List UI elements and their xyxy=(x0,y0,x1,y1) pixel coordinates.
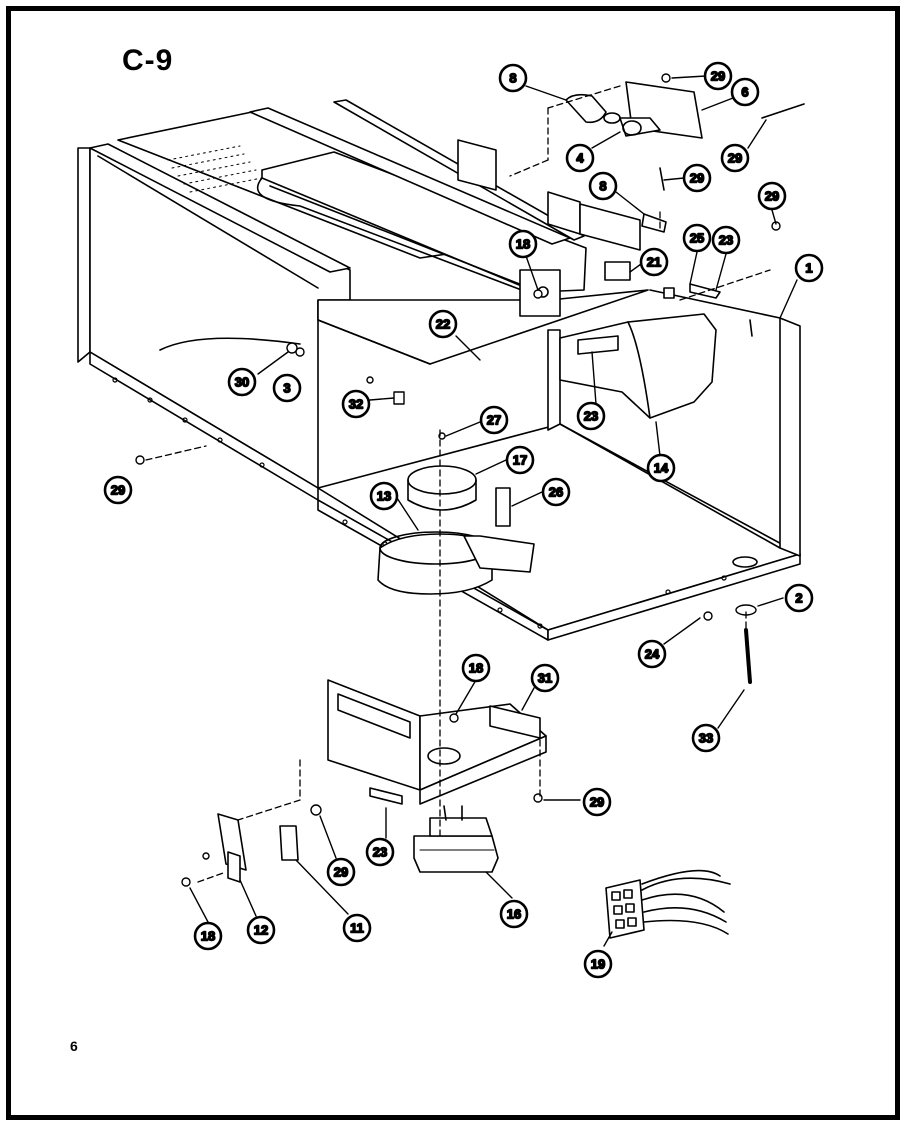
callout-29: 29 xyxy=(703,61,733,91)
svg-text:29: 29 xyxy=(590,795,604,810)
page-number: 6 xyxy=(70,1038,78,1054)
svg-text:23: 23 xyxy=(373,845,387,860)
svg-text:1: 1 xyxy=(805,261,812,276)
callout-30: 30 xyxy=(227,367,257,397)
page-border xyxy=(6,6,900,1120)
svg-text:24: 24 xyxy=(645,647,660,662)
callout-1: 1 xyxy=(794,253,824,283)
loose-screws xyxy=(135,73,781,887)
callout-17: 17 xyxy=(505,445,535,475)
callout-8: 8 xyxy=(498,63,528,93)
callout-25: 25 xyxy=(682,223,712,253)
callout-29: 29 xyxy=(103,475,133,505)
svg-text:30: 30 xyxy=(235,375,249,390)
svg-text:17: 17 xyxy=(513,453,527,468)
svg-text:18: 18 xyxy=(201,929,215,944)
callout-29: 29 xyxy=(757,181,787,211)
callout-18: 18 xyxy=(193,921,223,951)
callout-18: 18 xyxy=(461,653,491,683)
svg-text:29: 29 xyxy=(765,189,779,204)
svg-text:27: 27 xyxy=(487,413,501,428)
air-duct-part xyxy=(559,313,717,419)
svg-text:6: 6 xyxy=(741,85,748,100)
callout-27: 27 xyxy=(479,405,509,435)
svg-text:18: 18 xyxy=(469,661,483,676)
svg-text:16: 16 xyxy=(507,907,521,922)
svg-text:31: 31 xyxy=(538,671,552,686)
svg-text:29: 29 xyxy=(711,69,725,84)
callout-8: 8 xyxy=(588,171,618,201)
callout-6: 6 xyxy=(730,77,760,107)
svg-text:26: 26 xyxy=(549,485,563,500)
svg-text:2: 2 xyxy=(795,591,802,606)
callout-labels: 8 29 6 4 29 29 8 29 18 21 25 23 1 22 30 … xyxy=(103,61,824,979)
svg-text:29: 29 xyxy=(690,171,704,186)
svg-text:14: 14 xyxy=(654,461,669,476)
callout-21: 21 xyxy=(639,247,669,277)
callout-29: 29 xyxy=(326,857,356,887)
svg-text:29: 29 xyxy=(728,151,742,166)
svg-text:25: 25 xyxy=(690,231,704,246)
svg-text:4: 4 xyxy=(576,151,584,166)
wire-harness xyxy=(605,869,731,939)
fan-motor-bracket xyxy=(327,679,547,805)
callout-31: 31 xyxy=(530,663,560,693)
svg-text:13: 13 xyxy=(377,489,391,504)
callout-26: 26 xyxy=(541,477,571,507)
callout-2: 2 xyxy=(784,583,814,613)
svg-text:8: 8 xyxy=(509,71,516,86)
svg-text:32: 32 xyxy=(349,397,363,412)
diagram-title: C-9 xyxy=(122,44,174,77)
callout-11: 11 xyxy=(342,913,372,943)
callout-19: 19 xyxy=(583,949,613,979)
fan-motor xyxy=(413,805,499,873)
callout-29: 29 xyxy=(582,787,612,817)
callout-29: 29 xyxy=(720,143,750,173)
svg-text:11: 11 xyxy=(350,921,364,936)
callout-23: 23 xyxy=(576,401,606,431)
callout-4: 4 xyxy=(565,143,595,173)
svg-text:19: 19 xyxy=(591,957,605,972)
callout-3: 3 xyxy=(272,373,302,403)
callout-23: 23 xyxy=(711,225,741,255)
svg-text:8: 8 xyxy=(599,179,606,194)
svg-text:33: 33 xyxy=(699,731,713,746)
callout-29: 29 xyxy=(682,163,712,193)
svg-text:23: 23 xyxy=(584,409,598,424)
callout-13: 13 xyxy=(369,481,399,511)
callout-16: 16 xyxy=(499,899,529,929)
callout-18: 18 xyxy=(508,229,538,259)
callout-12: 12 xyxy=(246,915,276,945)
callout-24: 24 xyxy=(637,639,667,669)
svg-text:3: 3 xyxy=(283,381,290,396)
vent-perforations xyxy=(167,145,263,193)
svg-text:22: 22 xyxy=(436,317,450,332)
callout-33: 33 xyxy=(691,723,721,753)
callout-23: 23 xyxy=(365,837,395,867)
callout-22: 22 xyxy=(428,309,458,339)
svg-text:18: 18 xyxy=(516,237,530,252)
assembly-guide-lines xyxy=(145,85,771,883)
svg-text:23: 23 xyxy=(719,233,733,248)
callout-14: 14 xyxy=(646,453,676,483)
svg-text:21: 21 xyxy=(647,255,661,270)
callout-32: 32 xyxy=(341,389,371,419)
interlock-switch-parts xyxy=(565,81,805,299)
svg-text:12: 12 xyxy=(254,923,268,938)
switch-and-bracket xyxy=(217,813,299,883)
svg-text:29: 29 xyxy=(111,483,125,498)
svg-text:29: 29 xyxy=(334,865,348,880)
leader-lines xyxy=(189,75,798,947)
stirrer-fan-parts xyxy=(377,465,535,595)
